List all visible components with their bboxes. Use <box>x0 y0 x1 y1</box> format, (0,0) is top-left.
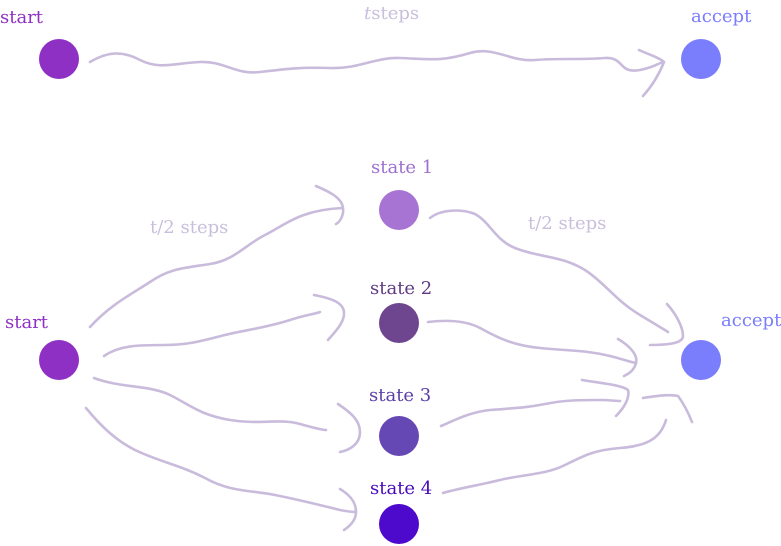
edge-label-right: t/2 steps <box>528 213 607 234</box>
state2-node <box>379 303 419 343</box>
arrowhead-state2 <box>312 293 346 342</box>
state1-label: state 1 <box>371 157 434 178</box>
edge-label-left: t/2 steps <box>150 217 229 238</box>
top-accept-node <box>681 39 721 79</box>
arrowhead-accept-3 <box>580 378 630 418</box>
arrowhead-state3 <box>336 402 362 454</box>
edge-state3-to-accept <box>439 398 622 428</box>
edge-top-start-to-accept <box>88 49 666 74</box>
bottom-accept-label: accept <box>721 310 781 331</box>
arrowhead-accept-2 <box>616 337 638 378</box>
top-start-node <box>39 39 79 79</box>
state1-node <box>379 190 419 230</box>
arrowhead-state4 <box>338 487 358 532</box>
top-edge-label-var: t <box>364 3 372 24</box>
state4-label: state 4 <box>370 478 433 499</box>
bottom-start-node <box>39 340 79 380</box>
edge-start-to-state3 <box>92 376 328 432</box>
state4-node <box>379 504 419 544</box>
edge-start-to-state4 <box>84 406 358 514</box>
bottom-accept-node <box>681 340 721 380</box>
edge-state2-to-accept <box>426 319 638 365</box>
state3-node <box>379 416 419 456</box>
arrowhead-accept-1 <box>648 302 685 347</box>
bottom-start-label: start <box>5 312 49 333</box>
top-edge-label: tsteps <box>364 5 419 23</box>
arrowhead-top <box>637 48 666 98</box>
state3-label: state 3 <box>369 385 432 406</box>
top-start-label: start <box>0 7 44 28</box>
arrowhead-accept-4 <box>641 393 694 424</box>
edge-start-to-state1 <box>88 206 344 329</box>
edge-start-to-state2 <box>102 310 322 358</box>
edge-state4-to-accept <box>441 418 668 495</box>
edge-state1-to-accept <box>428 209 670 334</box>
top-accept-label: accept <box>691 6 752 27</box>
top-edge-label-text: steps <box>371 3 420 24</box>
arrowhead-state1 <box>314 184 345 226</box>
state2-label: state 2 <box>370 278 433 299</box>
